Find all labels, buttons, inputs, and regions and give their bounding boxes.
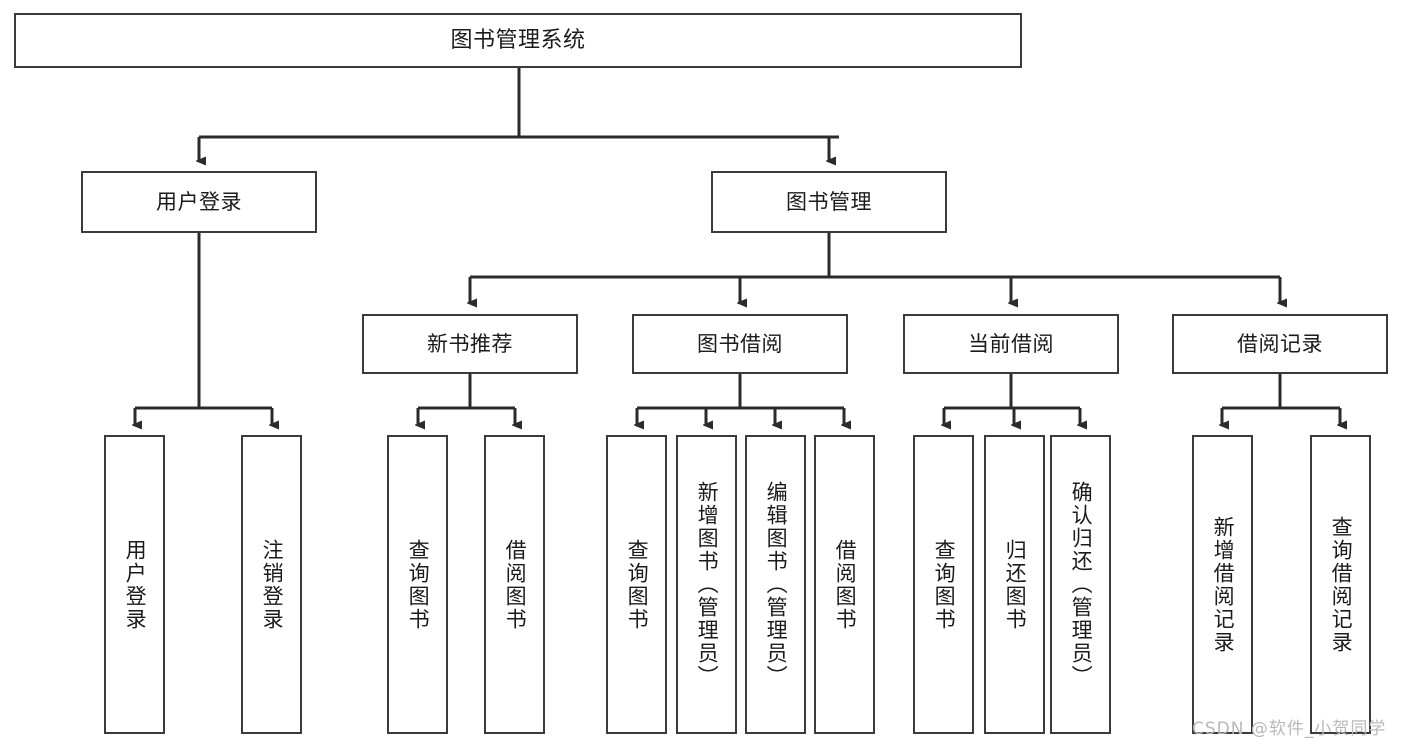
node-leaf-confirm-return[interactable]: 确认归还（管理员） bbox=[1050, 435, 1111, 734]
node-label: 借阅记录 bbox=[1237, 331, 1323, 356]
node-label: 新增图书（管理员） bbox=[695, 481, 720, 688]
node-label: 查询图书 bbox=[932, 538, 957, 631]
node-label: 编辑图书（管理员） bbox=[764, 481, 789, 688]
node-leaf-user-login[interactable]: 用户登录 bbox=[104, 435, 165, 734]
node-label: 图书借阅 bbox=[697, 331, 783, 356]
node-label: 用户登录 bbox=[156, 189, 242, 214]
node-label: 新增借阅记录 bbox=[1211, 515, 1236, 654]
node-label: 新书推荐 bbox=[427, 331, 513, 356]
node-label: 查询借阅记录 bbox=[1329, 515, 1354, 654]
node-new-book-recommend[interactable]: 新书推荐 bbox=[362, 314, 578, 374]
node-borrow-record[interactable]: 借阅记录 bbox=[1172, 314, 1388, 374]
node-label: 查询图书 bbox=[625, 538, 650, 631]
node-leaf-query-book-2[interactable]: 查询图书 bbox=[606, 435, 667, 734]
node-leaf-return-book[interactable]: 归还图书 bbox=[984, 435, 1045, 734]
node-leaf-borrow-book-2[interactable]: 借阅图书 bbox=[814, 435, 875, 734]
node-book-borrow[interactable]: 图书借阅 bbox=[632, 314, 848, 374]
node-label: 归还图书 bbox=[1003, 538, 1028, 631]
node-label: 用户登录 bbox=[123, 538, 148, 631]
csdn-watermark: CSDN @软件_小贺同学 bbox=[1192, 719, 1387, 739]
node-label: 图书管理系统 bbox=[450, 27, 586, 53]
node-leaf-query-book-3[interactable]: 查询图书 bbox=[913, 435, 974, 734]
node-label: 借阅图书 bbox=[503, 538, 528, 631]
node-leaf-query-record[interactable]: 查询借阅记录 bbox=[1310, 435, 1371, 734]
node-label: 注销登录 bbox=[260, 538, 285, 631]
node-leaf-logout[interactable]: 注销登录 bbox=[241, 435, 302, 734]
node-current-borrow[interactable]: 当前借阅 bbox=[903, 314, 1119, 374]
node-label: 查询图书 bbox=[406, 538, 431, 631]
node-root-system[interactable]: 图书管理系统 bbox=[14, 13, 1022, 68]
node-leaf-add-book[interactable]: 新增图书（管理员） bbox=[676, 435, 737, 734]
node-leaf-query-book-1[interactable]: 查询图书 bbox=[387, 435, 448, 734]
node-user-login[interactable]: 用户登录 bbox=[81, 171, 317, 233]
node-label: 图书管理 bbox=[786, 189, 872, 214]
node-label: 确认归还（管理员） bbox=[1069, 481, 1094, 688]
node-leaf-borrow-book-1[interactable]: 借阅图书 bbox=[484, 435, 545, 734]
node-leaf-edit-book[interactable]: 编辑图书（管理员） bbox=[745, 435, 806, 734]
node-leaf-add-record[interactable]: 新增借阅记录 bbox=[1192, 435, 1253, 734]
node-label: 借阅图书 bbox=[833, 538, 858, 631]
node-label: 当前借阅 bbox=[968, 331, 1054, 356]
node-book-management[interactable]: 图书管理 bbox=[711, 171, 947, 233]
